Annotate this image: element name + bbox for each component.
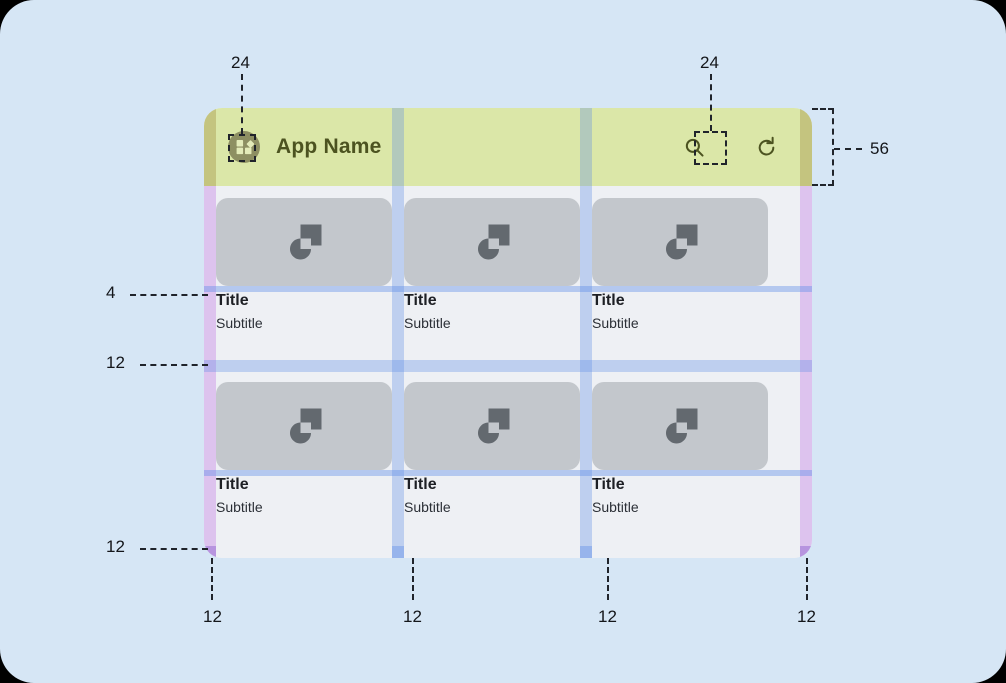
card-subtitle: Subtitle (592, 499, 639, 515)
annotation-leader-icon-left (241, 74, 243, 134)
card-text: Title Subtitle (404, 286, 580, 334)
annotation-appbar-icon-left: 24 (231, 53, 250, 72)
touch-target-box-leading-icon (228, 134, 256, 162)
card-title: Title (592, 476, 625, 493)
card-item[interactable]: Title Subtitle (404, 382, 580, 518)
card-title: Title (404, 476, 437, 493)
card-subtitle: Subtitle (216, 315, 263, 331)
card-item[interactable]: Title Subtitle (592, 198, 768, 334)
card-subtitle: Subtitle (404, 315, 451, 331)
image-placeholder-icon (404, 382, 580, 470)
card-grid: Title Subtitle Title Subtitle (204, 186, 812, 558)
annotation-gutter-3: 12 (598, 607, 617, 626)
annotation-leader-row-gap (140, 364, 208, 366)
card-subtitle: Subtitle (216, 499, 263, 515)
annotation-bottom-margin: 12 (106, 537, 125, 556)
image-placeholder-icon (216, 382, 392, 470)
search-icon[interactable] (680, 133, 708, 161)
app-bar-title: App Name (276, 135, 382, 158)
card-text: Title Subtitle (216, 470, 392, 518)
annotation-gutter-1: 12 (203, 607, 222, 626)
annotation-leader-icon-right (710, 74, 712, 131)
annotation-gutter-4: 12 (797, 607, 816, 626)
card-item[interactable]: Title Subtitle (592, 382, 768, 518)
card-text: Title Subtitle (592, 286, 768, 334)
image-placeholder-icon (216, 198, 392, 286)
annotation-gutter-2: 12 (403, 607, 422, 626)
card-text: Title Subtitle (404, 470, 580, 518)
annotation-leader-bottom-margin (140, 548, 208, 550)
card-text: Title Subtitle (216, 286, 392, 334)
touch-target-box-search-icon (694, 131, 727, 165)
annotation-appbar-height-bracket (812, 108, 834, 186)
annotation-appbar-height: 56 (870, 139, 889, 158)
image-placeholder-icon (592, 382, 768, 470)
annotation-leader-media-title-gap (130, 294, 208, 296)
annotation-leader-gutter-3 (607, 558, 609, 600)
card-subtitle: Subtitle (404, 499, 451, 515)
annotation-leader-appbar-height (834, 148, 862, 150)
card-title: Title (592, 292, 625, 309)
refresh-icon[interactable] (752, 133, 780, 161)
card-title: Title (404, 292, 437, 309)
annotation-leader-gutter-2 (412, 558, 414, 600)
card-text: Title Subtitle (592, 470, 768, 518)
image-placeholder-icon (404, 198, 580, 286)
card-item[interactable]: Title Subtitle (404, 198, 580, 334)
card-title: Title (216, 292, 249, 309)
card-title: Title (216, 476, 249, 493)
card-item[interactable]: Title Subtitle (216, 382, 392, 518)
annotation-media-title-gap: 4 (106, 283, 116, 302)
card-subtitle: Subtitle (592, 315, 639, 331)
annotation-row-gap: 12 (106, 353, 125, 372)
card-item[interactable]: Title Subtitle (216, 198, 392, 334)
device-frame: App Name (204, 108, 812, 558)
annotation-appbar-icon-right: 24 (700, 53, 719, 72)
image-placeholder-icon (592, 198, 768, 286)
annotation-leader-gutter-1 (211, 558, 213, 600)
annotation-leader-gutter-4 (806, 558, 808, 600)
